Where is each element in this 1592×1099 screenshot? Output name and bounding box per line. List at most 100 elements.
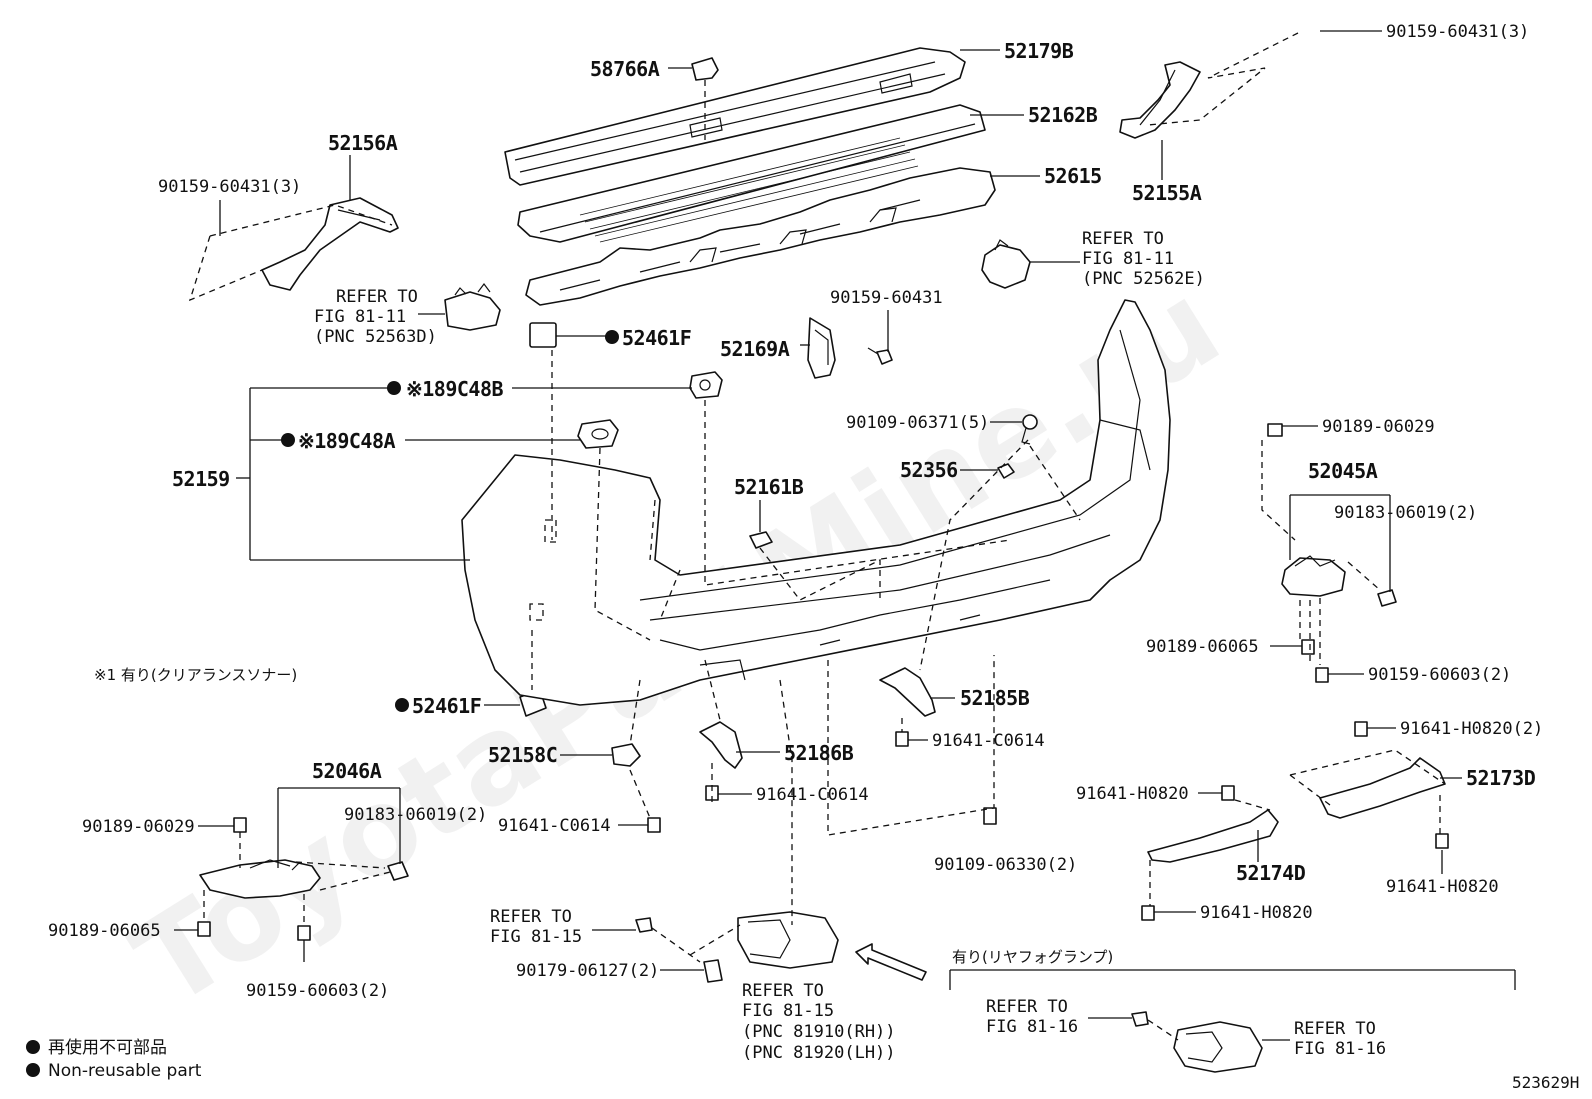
legend-non-reusable-jp: 再使用不可部品 (48, 1037, 167, 1058)
label-52159: 52159 (172, 467, 230, 491)
connector-52563D-shape (444, 283, 501, 331)
label-ref-8115-b-2: FIG 81-15 (742, 1001, 834, 1021)
label-90183-06019-2-left: 90183-06019(2) (344, 805, 487, 825)
label-ref-8115-b-4: (PNC 81920(LH)) (742, 1043, 896, 1063)
label-ref-8115-b-1: REFER TO (742, 981, 824, 1001)
part-52173D-shape (1319, 757, 1446, 819)
screw-90159-60603-right-shape (1315, 667, 1329, 683)
screw-90189-06029-right-shape (1267, 423, 1283, 437)
label-52356: 52356 (900, 458, 958, 482)
legend-non-reusable-en: Non-reusable part (48, 1061, 202, 1081)
label-52615: 52615 (1044, 164, 1102, 188)
label-52162B: 52162B (1028, 103, 1098, 127)
label-91641-H0820-c: 91641-H0820 (1386, 877, 1499, 897)
non-reusable-markers (26, 330, 619, 1077)
label-52169A: 52169A (720, 337, 790, 361)
label-52174D: 52174D (1236, 861, 1306, 885)
nut-90179-06127-shape (703, 959, 723, 983)
nut-90183-06019-left-shape (387, 861, 409, 881)
label-90159-60603-2-right: 90159-60603(2) (1368, 665, 1511, 685)
label-89C48B: ※189C48B (406, 377, 504, 401)
label-90159-60603-2-left: 90159-60603(2) (246, 981, 389, 1001)
nut-90183-06019-right-shape (1377, 589, 1397, 607)
screw-91641-H0820-2-shape (1354, 721, 1368, 737)
screw-90109-06371-shape (1021, 414, 1038, 445)
screw-90189-06065-left-shape (197, 921, 211, 937)
label-90159-60431-3-left: 90159-60431(3) (158, 177, 301, 197)
part-labels: 52179B 58766A 52162B 52615 52156A 90159-… (48, 22, 1579, 1092)
non-reusable-dot-89C48B (387, 381, 401, 395)
label-ref-8111-left-1: REFER TO (336, 287, 418, 307)
part-52185B-shape (879, 667, 936, 717)
label-52179B: 52179B (1004, 39, 1074, 63)
label-91641-H0820-b: 91641-H0820 (1200, 903, 1313, 923)
label-ref-8116-a-2: FIG 81-16 (986, 1017, 1078, 1037)
screw-91641-C0614-a-shape (895, 731, 909, 747)
label-52161B: 52161B (734, 475, 804, 499)
part-52161B-shape (749, 531, 773, 549)
label-ref-8115-b-3: (PNC 81910(RH)) (742, 1022, 896, 1042)
fog-lamp-option-shape (1173, 1021, 1263, 1073)
label-ref-8111-right-3: (PNC 52562E) (1082, 269, 1205, 289)
legend-dot-jp (26, 1040, 40, 1054)
label-90189-06065-right: 90189-06065 (1146, 637, 1259, 657)
part-52155A-shape (1119, 61, 1201, 139)
label-52046A: 52046A (312, 759, 382, 783)
label-52156A: 52156A (328, 131, 398, 155)
label-ref-8111-left-2: FIG 81-11 (314, 307, 406, 327)
label-90183-06019-2-right: 90183-06019(2) (1334, 503, 1477, 523)
part-52615-shape (525, 167, 996, 306)
figure-id: 523629H (1512, 1073, 1579, 1092)
label-52185B: 52185B (960, 686, 1030, 710)
label-90179-06127-2: 90179-06127(2) (516, 961, 659, 981)
part-52461F-top-shape (529, 322, 557, 348)
label-90189-06029-right: 90189-06029 (1322, 417, 1435, 437)
note-sonar: ※1 有り(クリアランスソナー) (94, 666, 297, 684)
screw-91641-H0820-b-shape (1141, 905, 1155, 921)
non-reusable-dot-89C48A (281, 433, 295, 447)
label-91641-H0820-a: 91641-H0820 (1076, 784, 1189, 804)
screw-fog-lamp-shape (635, 917, 653, 933)
screw-90109-06330-shape (983, 807, 997, 825)
part-52162B-shape (517, 104, 986, 243)
label-fog-lamp-option: 有り(リヤフォグランプ) (952, 948, 1113, 966)
label-ref-8116-a-1: REFER TO (986, 997, 1068, 1017)
part-52156A-shape (261, 197, 399, 291)
screw-90189-06065-right-shape (1301, 639, 1315, 655)
part-52158C-shape (611, 743, 641, 767)
leader-lines (174, 30, 1516, 1041)
part-52046A-shape (199, 859, 321, 899)
label-58766A: 58766A (590, 57, 660, 81)
arrow-icon (855, 943, 927, 981)
legend-dot-en (26, 1063, 40, 1077)
screw-91641-H0820-c-shape (1435, 833, 1449, 849)
screw-90159-60603-left-shape (297, 925, 311, 941)
label-90159-60431-3-right: 90159-60431(3) (1386, 22, 1529, 42)
label-ref-8111-right-1: REFER TO (1082, 229, 1164, 249)
screw-91641-C0614-b-shape (705, 785, 719, 801)
label-52158C: 52158C (488, 743, 557, 767)
connector-52562E-shape (981, 239, 1031, 289)
label-91641-H0820-2: 91641-H0820(2) (1400, 719, 1543, 739)
part-52174D-shape (1147, 809, 1279, 863)
label-90109-06371-5: 90109-06371(5) (846, 413, 989, 433)
part-52186B-shape (699, 721, 743, 769)
screw-90189-06029-left-shape (233, 817, 247, 833)
dashed-lines (188, 32, 1446, 1041)
label-90189-06065-left: 90189-06065 (48, 921, 161, 941)
screw-91641-H0820-a-shape (1221, 785, 1235, 801)
label-52186B: 52186B (784, 741, 854, 765)
label-ref-8115-a-1: REFER TO (490, 907, 572, 927)
label-91641-C0614-a: 91641-C0614 (932, 731, 1045, 751)
part-89C48B-shape (689, 371, 723, 399)
non-reusable-dot-52461F-bottom (395, 698, 409, 712)
label-52173D: 52173D (1466, 766, 1536, 790)
screw-90159-60431-shape (867, 347, 893, 365)
label-ref-8115-a-2: FIG 81-15 (490, 927, 582, 947)
label-ref-8116-b-2: FIG 81-16 (1294, 1039, 1386, 1059)
label-90109-06330-2: 90109-06330(2) (934, 855, 1077, 875)
label-90189-06029-left: 90189-06029 (82, 817, 195, 837)
label-ref-8111-right-2: FIG 81-11 (1082, 249, 1174, 269)
part-52045A-shape (1281, 555, 1346, 597)
